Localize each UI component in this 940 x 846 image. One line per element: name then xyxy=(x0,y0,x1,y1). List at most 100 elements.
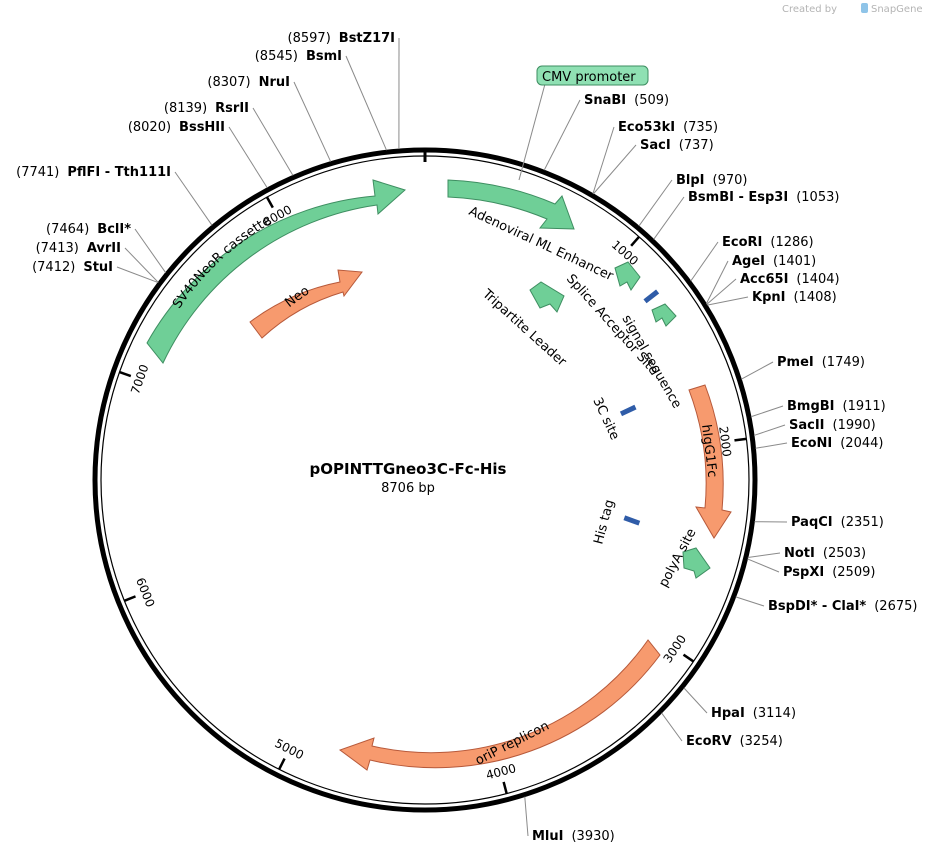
signal-sequence-label: signal sequence xyxy=(619,313,685,412)
feature-higg1fc[interactable]: hIgG1Fc xyxy=(688,384,732,539)
site-name: EcoNI xyxy=(791,436,832,451)
site-name: EcoRI xyxy=(722,235,762,250)
site-name: BsmI xyxy=(306,49,342,64)
site-leader-line xyxy=(653,196,685,240)
site-name: PspXI xyxy=(783,565,824,580)
site-name: BspDI* - ClaI* xyxy=(768,599,866,614)
feature-cmv-promoter[interactable]: CMV promoter xyxy=(518,65,649,181)
site-leader-line xyxy=(747,558,780,573)
restriction-sites: SnaBI(509) Eco53kI(735)SacI(737)BlpI(970)… xyxy=(16,31,917,844)
feature-neo[interactable]: Neo xyxy=(249,269,363,339)
cmv-promoter-label: CMV promoter xyxy=(542,70,636,85)
site-leader-line xyxy=(116,266,159,284)
site-pmei[interactable]: PmeI(1749) xyxy=(741,355,865,380)
site-position: (2503) xyxy=(823,546,866,561)
site-bstz17i[interactable]: (8597)BstZ17I xyxy=(288,31,400,150)
site-blpi[interactable]: BlpI(970) xyxy=(638,173,748,227)
site-name: AvrII xyxy=(87,241,121,256)
site-name: KpnI xyxy=(752,290,785,305)
site-stui[interactable]: (7412)StuI xyxy=(32,260,159,284)
green-chevron-arrow xyxy=(651,303,677,327)
site-saci[interactable]: SacI(737) xyxy=(593,138,714,195)
site-position: (8545) xyxy=(255,49,298,64)
tick-mark xyxy=(123,595,136,602)
site-label: (8545) BsmI xyxy=(255,49,342,64)
site-snabi[interactable]: SnaBI(509) xyxy=(543,93,669,171)
3c-site-label: 3C site xyxy=(589,395,622,442)
site-label: PmeI(1749) xyxy=(777,355,865,370)
site-leader-line xyxy=(252,107,294,176)
site-leader-line xyxy=(755,442,788,449)
site-label: (7412)StuI xyxy=(32,260,113,275)
site-name: NotI xyxy=(784,546,815,561)
backbone xyxy=(92,147,758,813)
site-position: (1286) xyxy=(770,235,813,250)
site-bsmbi-esp3i[interactable]: BsmBI - Esp3I(1053) xyxy=(653,190,840,240)
site-avrii[interactable]: (7413)AvrII xyxy=(36,241,159,283)
tick-label: 7000 xyxy=(128,363,151,396)
site-label: BsmBI - Esp3I(1053) xyxy=(688,190,839,205)
site-paqci[interactable]: PaqCI(2351) xyxy=(754,515,884,530)
site-leader-line xyxy=(134,228,167,273)
3c-site-mark[interactable] xyxy=(619,404,637,417)
site-noti[interactable]: NotI (2503) xyxy=(747,546,866,561)
site-name: PflFI - Tth111I xyxy=(67,165,171,180)
splice-acceptor-arrow xyxy=(614,261,641,291)
site-label: (7413)AvrII xyxy=(36,241,121,256)
site-mlui[interactable]: MluI(3930) xyxy=(524,796,615,844)
site-acc65i[interactable]: Acc65I(1404) xyxy=(706,272,840,305)
snapgene-logo-icon xyxy=(861,3,868,13)
site-bmgbi[interactable]: BmgBI(1911) xyxy=(750,399,886,418)
feature-splice-acceptor-arrow[interactable] xyxy=(614,261,641,291)
site-name: SacI xyxy=(640,138,671,153)
his-tag-mark[interactable] xyxy=(623,515,641,526)
site-leader-line xyxy=(174,171,213,226)
site-position: (509) xyxy=(634,93,669,108)
site-eco53ki[interactable]: Eco53kI(735) xyxy=(592,120,718,194)
tick-mark xyxy=(502,781,508,794)
site-label: SnaBI(509) xyxy=(584,93,669,108)
signal-sequence-mark[interactable] xyxy=(643,289,660,304)
site-bsmi[interactable]: (8545) BsmI xyxy=(255,49,387,151)
site-label: BspDI* - ClaI*(2675) xyxy=(768,599,917,614)
feature-sv40neor-cassette[interactable]: SV40NeoR cassette xyxy=(146,179,406,364)
site-position: (970) xyxy=(713,173,748,188)
site-position: (7412) xyxy=(32,260,75,275)
sv40neor-arrow xyxy=(146,179,406,364)
site-pspxi[interactable]: PspXI(2509) xyxy=(747,558,875,580)
site-pflfi-tth111i[interactable]: (7741)PflFI - Tth111I xyxy=(16,165,213,226)
site-label: BlpI(970) xyxy=(676,173,747,188)
site-sacii[interactable]: SacII(1990) xyxy=(753,418,876,436)
site-label: BmgBI(1911) xyxy=(787,399,886,414)
site-name: SacII xyxy=(789,418,825,433)
site-agei[interactable]: AgeI(1401) xyxy=(705,254,816,304)
site-label: (8597)BstZ17I xyxy=(288,31,395,46)
feature-small-green-arrow[interactable] xyxy=(651,303,677,327)
site-leader-line xyxy=(228,126,268,189)
site-kpni[interactable]: KpnI(1408) xyxy=(707,290,837,306)
higg1fc-label: hIgG1Fc xyxy=(698,424,719,479)
site-label: AgeI(1401) xyxy=(732,254,816,269)
features: SV40NeoR cassette Neo Adenoviral ML Enha… xyxy=(146,65,732,771)
site-bcli-[interactable]: (7464)BclI* xyxy=(46,222,167,273)
site-ecori[interactable]: EcoRI (1286) xyxy=(690,235,814,282)
site-bsshii[interactable]: (8020)BssHII xyxy=(128,120,268,189)
site-rsrii[interactable]: (8139)RsrII xyxy=(164,101,294,176)
site-name: MluI xyxy=(532,829,563,844)
site-ecorv[interactable]: EcoRV(3254) xyxy=(661,712,783,749)
feature-polya[interactable]: polyA site xyxy=(656,526,711,590)
site-bspdi-clai-[interactable]: BspDI* - ClaI*(2675) xyxy=(735,596,918,614)
tick-mark xyxy=(278,758,286,770)
site-leader-line xyxy=(707,296,749,306)
site-nrui[interactable]: (8307)NruI xyxy=(207,75,332,162)
center-title: pOPINTTGneo3C-Fc-His 8706 bp xyxy=(310,460,507,496)
site-econi[interactable]: EcoNI(2044) xyxy=(755,436,883,451)
site-label: (8020)BssHII xyxy=(128,120,225,135)
feature-tripartite-arrow[interactable] xyxy=(529,281,565,313)
site-label: PspXI(2509) xyxy=(783,565,875,580)
site-position: (1404) xyxy=(796,272,839,287)
site-position: (2351) xyxy=(841,515,884,530)
snapgene-credit: Created by SnapGene xyxy=(782,3,923,15)
site-hpai[interactable]: HpaI(3114) xyxy=(683,687,796,721)
